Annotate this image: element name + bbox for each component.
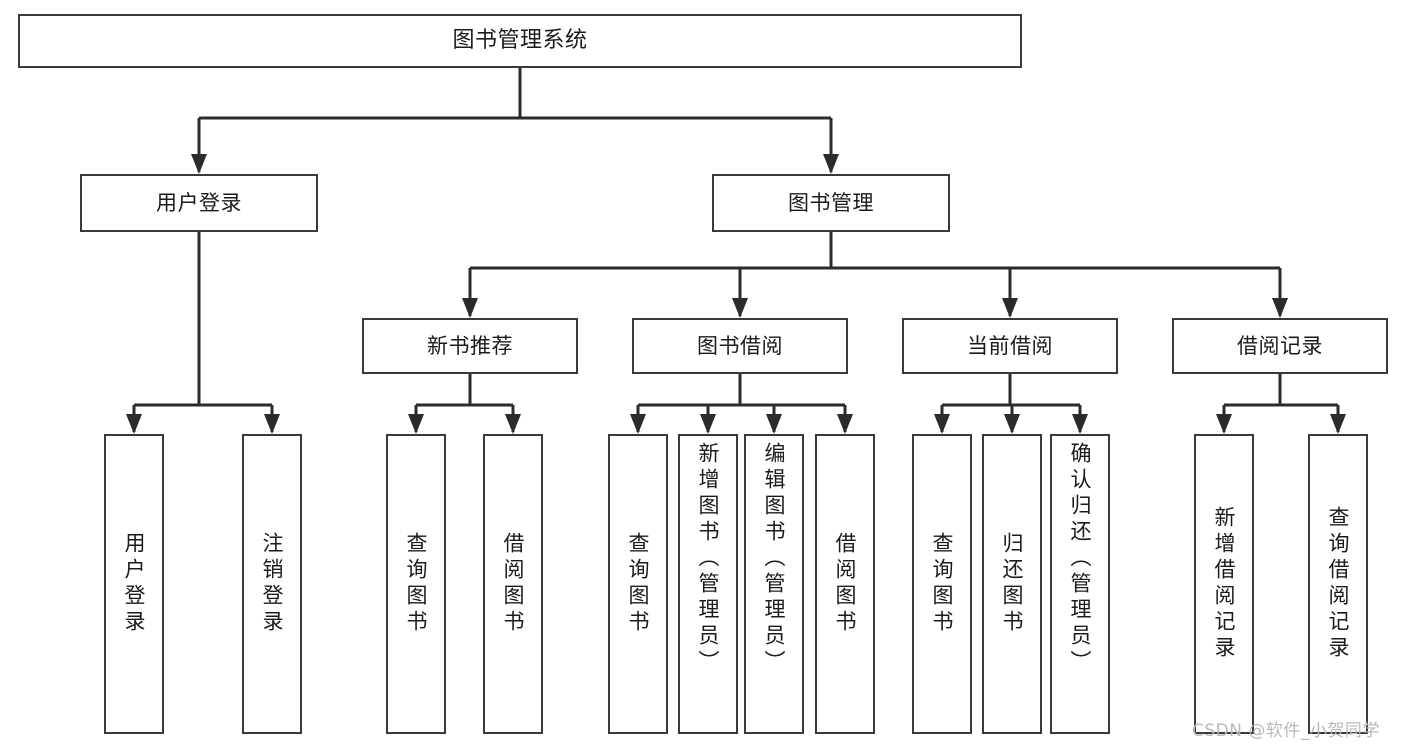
node-label: 图书借阅 bbox=[697, 333, 783, 358]
node-leaf-2[interactable]: 注销登录 bbox=[242, 434, 302, 734]
node-leaf-3[interactable]: 查询图书 bbox=[386, 434, 446, 734]
arrowhead-newbook bbox=[462, 298, 478, 318]
arrowhead-leaf-5 bbox=[630, 414, 646, 434]
node-label: 图书管理系统 bbox=[452, 28, 588, 54]
node-leaf-9[interactable]: 查询图书 bbox=[912, 434, 972, 734]
node-leaf-4[interactable]: 借阅图书 bbox=[483, 434, 543, 734]
node-label: 借阅图书 bbox=[833, 532, 858, 636]
node-bookmgmt[interactable]: 图书管理 bbox=[712, 174, 950, 232]
node-label: 查询图书 bbox=[626, 532, 651, 636]
arrowhead-leaf-3 bbox=[408, 414, 424, 434]
arrowhead-leaf-8 bbox=[837, 414, 853, 434]
node-leaf-12[interactable]: 新增借阅记录 bbox=[1194, 434, 1254, 734]
node-label: 查询借阅记录 bbox=[1326, 506, 1351, 662]
node-leaf-11[interactable]: 确认归还（管理员） bbox=[1050, 434, 1110, 734]
arrowhead-leaf-6 bbox=[700, 414, 716, 434]
node-leaf-6[interactable]: 新增图书（管理员） bbox=[678, 434, 738, 734]
node-leaf-5[interactable]: 查询图书 bbox=[608, 434, 668, 734]
node-leaf-13[interactable]: 查询借阅记录 bbox=[1308, 434, 1368, 734]
node-newbook[interactable]: 新书推荐 bbox=[362, 318, 578, 374]
node-label: 用户登录 bbox=[122, 532, 147, 636]
node-leaf-8[interactable]: 借阅图书 bbox=[815, 434, 875, 734]
node-label: 归还图书 bbox=[1000, 532, 1025, 636]
node-label: 借阅记录 bbox=[1237, 333, 1323, 358]
arrowhead-leaf-4 bbox=[505, 414, 521, 434]
node-current[interactable]: 当前借阅 bbox=[902, 318, 1118, 374]
node-label: 查询图书 bbox=[404, 532, 429, 636]
node-label: 当前借阅 bbox=[967, 333, 1053, 358]
arrowhead-bookmgmt bbox=[823, 154, 839, 174]
node-label: 借阅图书 bbox=[501, 532, 526, 636]
node-label: 注销登录 bbox=[260, 532, 285, 636]
arrowhead-borrow bbox=[732, 298, 748, 318]
arrowhead-leaf-9 bbox=[934, 414, 950, 434]
node-label: 新书推荐 bbox=[427, 333, 513, 358]
node-leaf-10[interactable]: 归还图书 bbox=[982, 434, 1042, 734]
node-login[interactable]: 用户登录 bbox=[80, 174, 318, 232]
arrowhead-leaf-2 bbox=[264, 414, 280, 434]
node-records[interactable]: 借阅记录 bbox=[1172, 318, 1388, 374]
arrowhead-current bbox=[1002, 298, 1018, 318]
node-label: 图书管理 bbox=[788, 190, 874, 215]
node-borrow[interactable]: 图书借阅 bbox=[632, 318, 848, 374]
arrowhead-login bbox=[191, 154, 207, 174]
node-label: 用户登录 bbox=[156, 190, 242, 215]
csdn-watermark: CSDN @软件_小贺同学 bbox=[1192, 721, 1380, 741]
arrowhead-leaf-13 bbox=[1330, 414, 1346, 434]
node-leaf-1[interactable]: 用户登录 bbox=[104, 434, 164, 734]
arrowhead-records bbox=[1272, 298, 1288, 318]
arrowhead-leaf-11 bbox=[1072, 414, 1088, 434]
node-label: 编辑图书（管理员） bbox=[762, 442, 787, 676]
arrowhead-leaf-10 bbox=[1004, 414, 1020, 434]
node-label: 新增图书（管理员） bbox=[696, 442, 721, 676]
arrowhead-leaf-1 bbox=[126, 414, 142, 434]
node-label: 查询图书 bbox=[930, 532, 955, 636]
node-label: 新增借阅记录 bbox=[1212, 506, 1237, 662]
node-leaf-7[interactable]: 编辑图书（管理员） bbox=[744, 434, 804, 734]
arrowhead-leaf-7 bbox=[766, 414, 782, 434]
arrowhead-leaf-12 bbox=[1216, 414, 1232, 434]
node-label: 确认归还（管理员） bbox=[1068, 442, 1093, 676]
node-root[interactable]: 图书管理系统 bbox=[18, 14, 1022, 68]
